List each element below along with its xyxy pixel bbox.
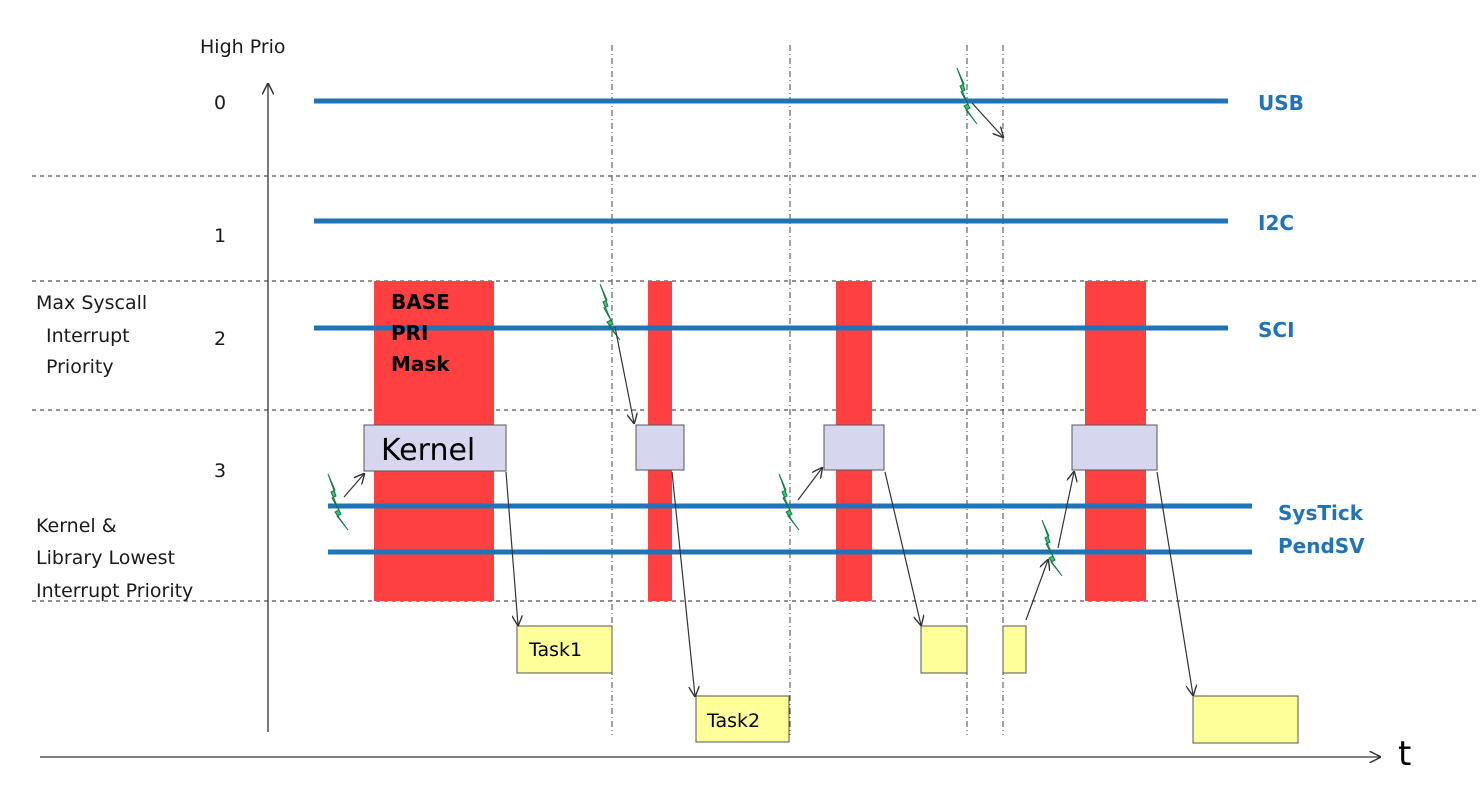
kernel-lowest-label: Library Lowest <box>36 547 175 569</box>
arrow-icon <box>884 471 921 625</box>
max-syscall-label: Interrupt <box>46 325 130 347</box>
arrow-icon <box>1025 560 1048 621</box>
interrupt-bolt-icon <box>599 283 621 341</box>
arrow-icon <box>343 474 364 498</box>
irq-label-systick: SysTick <box>1278 501 1364 525</box>
arrow-icon <box>1057 472 1074 549</box>
arrow-icon <box>505 471 518 625</box>
task-box <box>920 625 968 674</box>
arrow-icon <box>971 102 1003 137</box>
kernel-box <box>363 424 507 472</box>
irq-label-i2c: I2C <box>1258 211 1294 235</box>
task2-box <box>695 695 790 743</box>
y-axis-label: High Prio <box>200 36 286 58</box>
bolts <box>327 67 1063 577</box>
kernel-box <box>1071 424 1158 471</box>
priority-level-3: 3 <box>214 460 226 482</box>
task1-box <box>516 625 613 674</box>
interrupt-bolt-icon <box>956 67 978 125</box>
kernel-box <box>635 424 685 471</box>
interrupt-bolt-icon <box>1041 519 1063 577</box>
irq-label-pendsv: PendSV <box>1278 534 1365 558</box>
irq-label-usb: USB <box>1258 91 1304 115</box>
task-boxes: Task1 Task2 <box>516 625 1299 744</box>
x-axis-label: t <box>1398 734 1411 774</box>
kernel-label: Kernel <box>381 433 475 468</box>
priority-level-0: 0 <box>214 92 226 114</box>
interrupt-bolt-icon <box>327 473 349 531</box>
mask-label: Mask <box>391 352 450 376</box>
task-box <box>1192 695 1299 744</box>
band-separators <box>32 175 1478 602</box>
mask-label: BASE <box>391 290 450 314</box>
task2-label: Task2 <box>706 710 760 732</box>
arrow-icon <box>797 468 822 501</box>
mask-label: PRI <box>391 321 429 345</box>
arrow-icon <box>1156 471 1193 695</box>
kernel-lowest-label: Kernel & <box>36 515 117 537</box>
arrows <box>343 102 1193 696</box>
interrupt-bolt-icon <box>778 473 800 531</box>
priority-level-1: 1 <box>214 225 226 247</box>
priority-level-2: 2 <box>214 328 226 350</box>
kernel-box <box>823 424 885 471</box>
time-markers <box>611 45 1004 735</box>
max-syscall-label: Max Syscall <box>36 292 147 314</box>
arrow-icon <box>671 471 695 696</box>
task-box <box>1002 625 1027 674</box>
max-syscall-label: Priority <box>46 356 114 378</box>
axes <box>40 84 1380 757</box>
interrupt-lines <box>314 98 1252 555</box>
kernel-lowest-label: Interrupt Priority <box>36 580 193 602</box>
kernel-boxes: Kernel <box>363 424 1158 472</box>
arrow-icon <box>614 326 634 423</box>
task1-label: Task1 <box>528 639 582 661</box>
irq-label-sci: SCI <box>1258 318 1295 342</box>
